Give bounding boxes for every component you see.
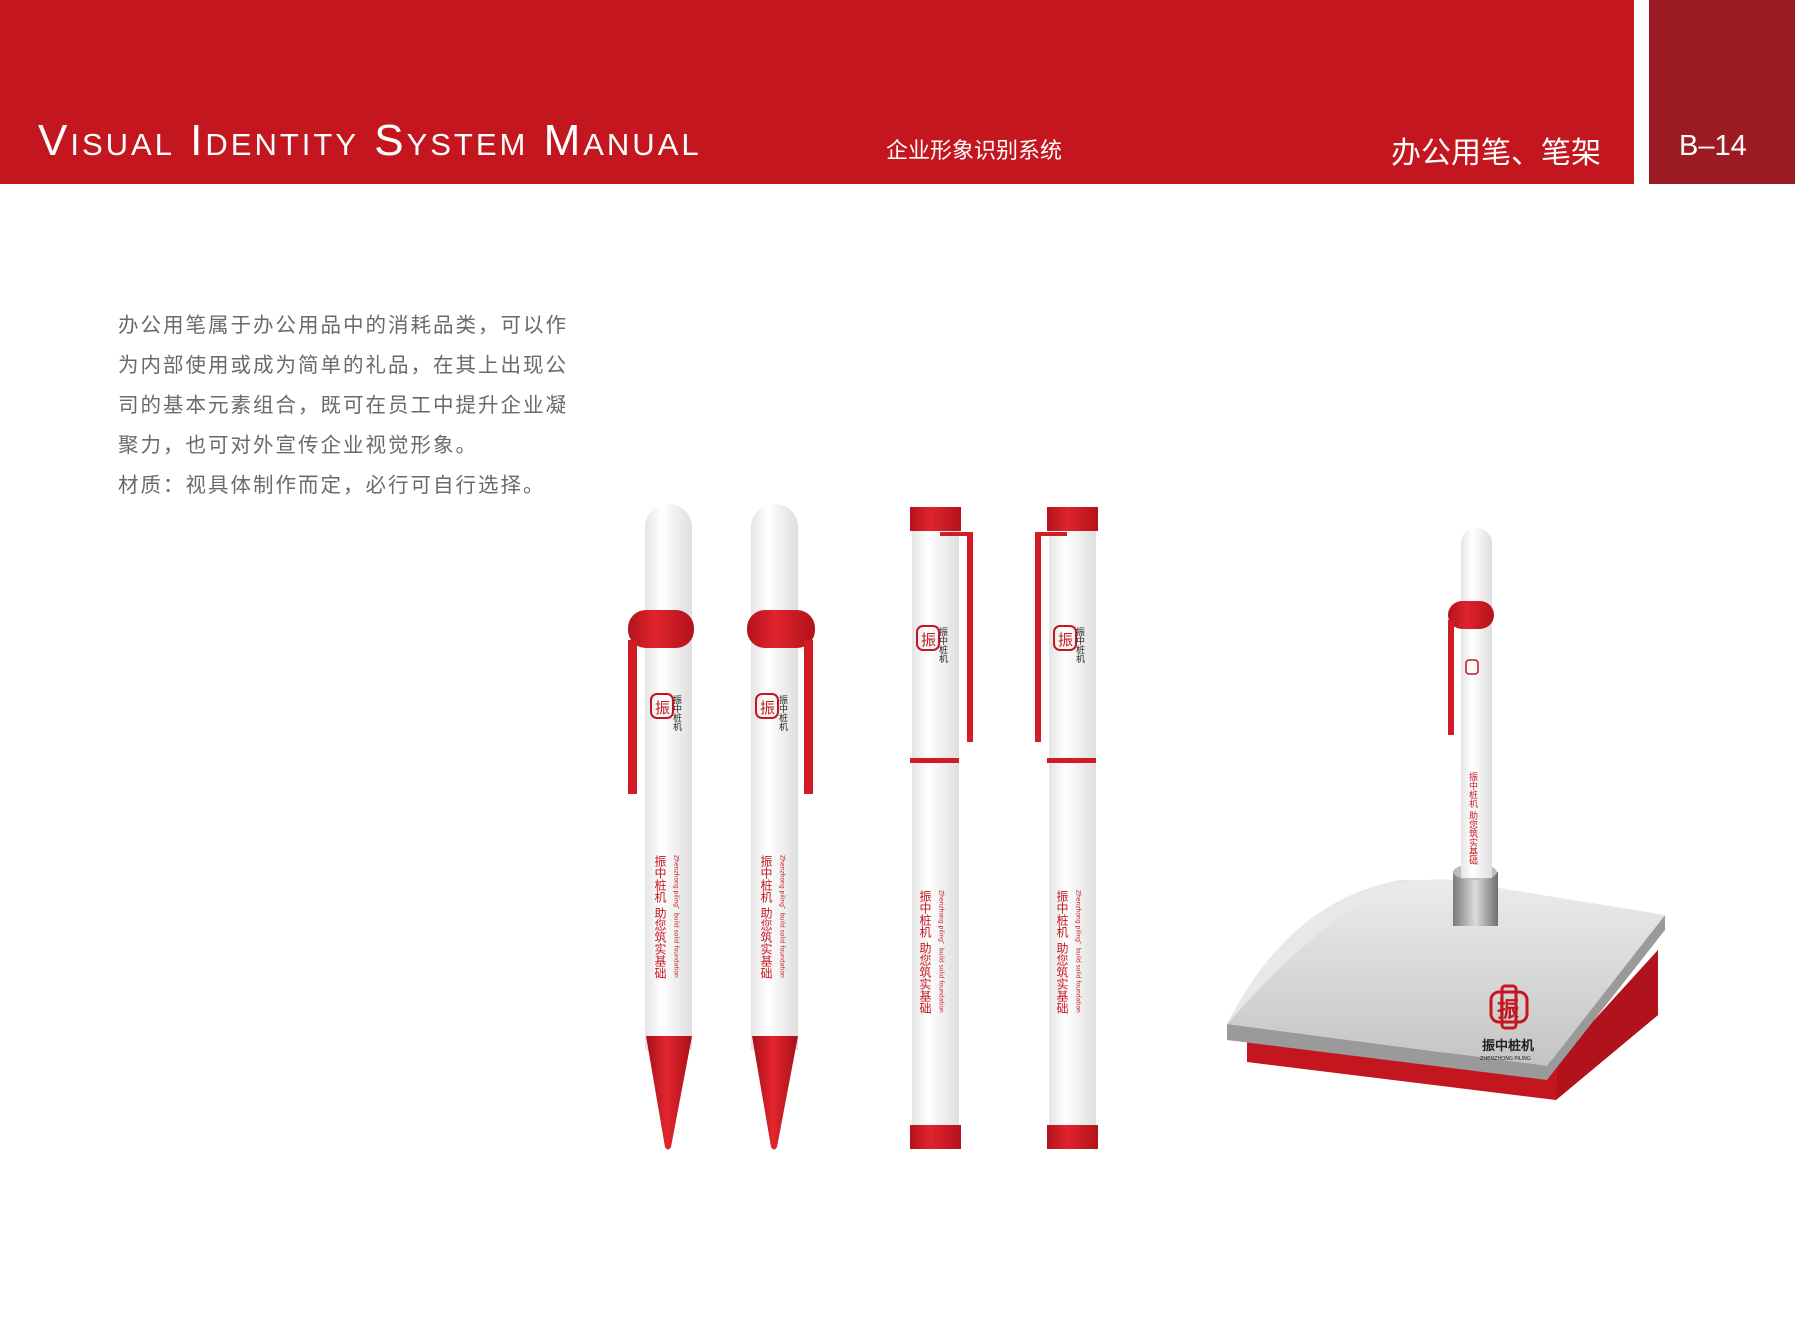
- pen-slogan-en: Zhenzhong piling，build solid foundation: [779, 855, 786, 978]
- stand-pen-slogan: 振中桩机 助您筑实基础: [1467, 771, 1478, 866]
- description-line-5: 材质：视具体制作而定，必行可自行选择。: [118, 473, 546, 497]
- pen-brand-name: 振中桩机: [937, 626, 948, 664]
- stand-logo-icon: 振: [1489, 984, 1529, 1030]
- logo-glyph: 振: [1058, 631, 1073, 649]
- pen-logo-icon: 振: [1053, 625, 1077, 651]
- pen-slogan-en: Zhenzhong piling，build solid foundation: [938, 890, 945, 1013]
- description-line-4: 聚力，也可对外宣传企业视觉形象。: [118, 433, 478, 457]
- description-line-1: 办公用笔属于办公用品中的消耗品类，可以作: [118, 313, 568, 337]
- manual-title-en: Visual Identity System Manual: [38, 116, 702, 165]
- description-line-3: 司的基本元素组合，既可在员工中提升企业凝: [118, 393, 568, 417]
- logo-glyph: 振: [921, 631, 936, 649]
- cap-pen-2: 振 振中桩机 振中桩机 助您筑实基础 Zhenzhong piling，buil…: [1035, 507, 1098, 1149]
- stand-brand-name: 振中桩机: [1482, 1038, 1534, 1054]
- click-pen-2: 振 振中桩机 振中桩机 助您筑实基础 Zhenzhong piling，buil…: [747, 504, 815, 1150]
- pen-slogan-en: Zhenzhong piling，build solid foundation: [1075, 890, 1082, 1013]
- pen-stand: 振中桩机 助您筑实基础 振 振中桩机 ZHENZHONG PILING: [1227, 528, 1665, 1100]
- click-pen-1: 振 振中桩机 振中桩机 助您筑实基础 Zhenzhong piling，buil…: [628, 504, 694, 1150]
- section-title: 办公用笔、笔架: [1391, 136, 1601, 171]
- pen-slogan-en: Zhenzhong piling，build solid foundation: [673, 855, 680, 978]
- pen-slogan-cn: 振中桩机 助您筑实基础: [759, 855, 773, 979]
- pen-slogan-cn: 振中桩机 助您筑实基础: [918, 890, 932, 1014]
- logo-glyph: 振: [655, 699, 670, 717]
- pen-logo-icon: 振: [755, 693, 779, 719]
- pen-logo-icon: 振: [650, 693, 674, 719]
- description-text: 办公用笔属于办公用品中的消耗品类，可以作 为内部使用或成为简单的礼品，在其上出现…: [118, 305, 598, 505]
- manual-title-cn: 企业形象识别系统: [886, 139, 1063, 164]
- description-line-2: 为内部使用或成为简单的礼品，在其上出现公: [118, 353, 568, 377]
- cap-pen-1: 振 振中桩机 振中桩机 助您筑实基础 Zhenzhong piling，buil…: [910, 507, 973, 1149]
- logo-glyph: 振: [1497, 998, 1519, 1023]
- pen-slogan-cn: 振中桩机 助您筑实基础: [1055, 890, 1069, 1014]
- pen-brand-name: 振中桩机: [1074, 626, 1085, 664]
- pen-logo-icon: 振: [916, 625, 940, 651]
- pen-slogan-cn: 振中桩机 助您筑实基础: [653, 855, 667, 979]
- page-number-bar: [1649, 0, 1795, 184]
- page-number: B–14: [1679, 130, 1747, 162]
- logo-glyph: 振: [760, 699, 775, 717]
- header-bar: [0, 0, 1634, 184]
- pen-brand-name: 振中桩机: [671, 694, 682, 732]
- pen-brand-name: 振中桩机: [777, 694, 788, 732]
- stand-brand-name-en: ZHENZHONG PILING: [1480, 1056, 1531, 1062]
